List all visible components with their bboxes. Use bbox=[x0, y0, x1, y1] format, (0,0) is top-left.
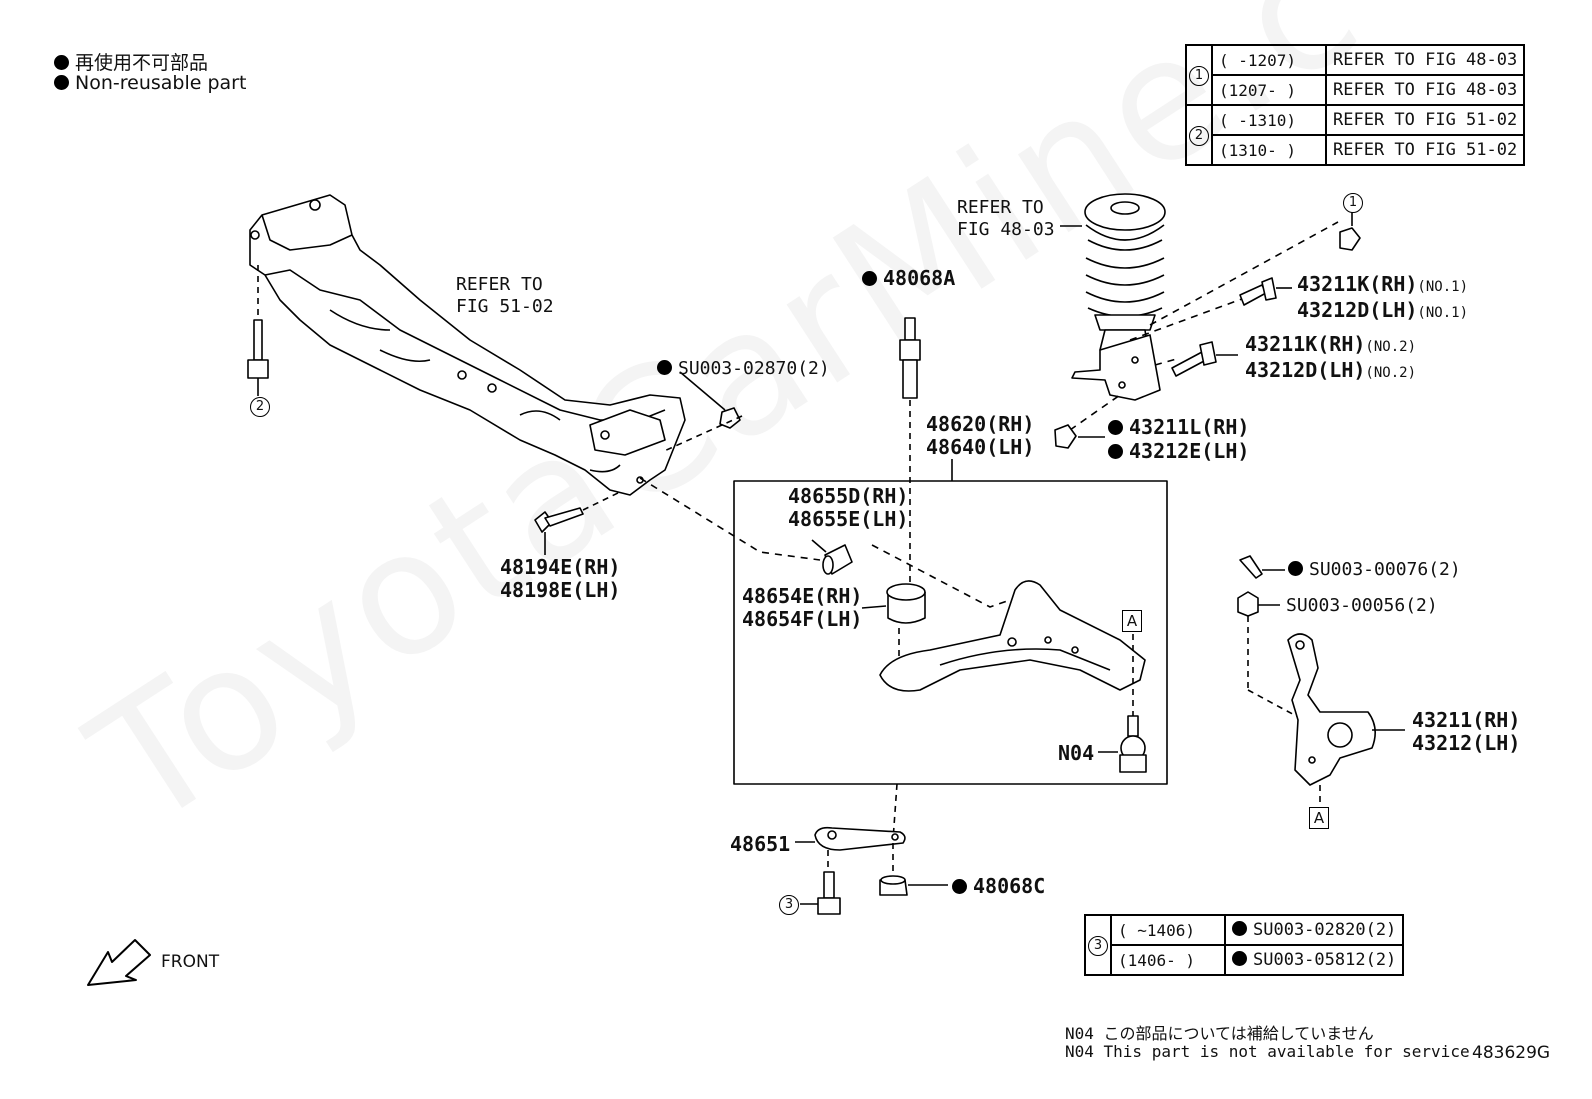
ref-row: (1406- ) SU003-05812(2) bbox=[1085, 944, 1405, 976]
marker-3: 3 bbox=[779, 895, 799, 915]
lower-arm-illustration bbox=[879, 580, 1146, 720]
note-jp: N04 この部品については補給していません bbox=[1065, 1024, 1374, 1043]
note-en: N04 This part is not available for servi… bbox=[1065, 1042, 1470, 1061]
ball-joint-illustration bbox=[1098, 715, 1147, 773]
part-cell[interactable]: SU003-02820(2) bbox=[1223, 914, 1405, 946]
strut-illustration bbox=[1060, 193, 1166, 401]
front-label: FRONT bbox=[161, 952, 220, 972]
part-48654E-48654F[interactable]: 48654E(RH)48654F(LH) bbox=[742, 584, 863, 631]
legend-jp-text: 再使用不可部品 bbox=[75, 52, 209, 74]
group-marker: 2 bbox=[1185, 104, 1213, 166]
bolt-illustration bbox=[800, 871, 841, 915]
ref-row: (1207- ) REFER TO FIG 48-03 bbox=[1186, 74, 1526, 106]
bracket-illustration bbox=[795, 826, 906, 875]
crossmember-illustration bbox=[249, 194, 686, 496]
part-48620-48640[interactable]: 48620(RH)48640(LH) bbox=[926, 412, 1035, 459]
bushing-illustration bbox=[811, 539, 853, 575]
part-48194E-48198E[interactable]: 48194E(RH)48198E(LH) bbox=[500, 555, 621, 602]
range-cell: (1406- ) bbox=[1110, 944, 1226, 976]
marker-2: 2 bbox=[250, 397, 270, 417]
ref-table-top: 1 ( -1207) REFER TO FIG 48-03 (1207- ) R… bbox=[1185, 44, 1526, 166]
arm-assembly-box bbox=[733, 480, 1168, 785]
cotter-pin-illustration bbox=[1239, 555, 1285, 579]
range-cell: (1310- ) bbox=[1211, 134, 1327, 166]
group-marker: 1 bbox=[1185, 44, 1213, 106]
ref-row: 1 ( -1207) REFER TO FIG 48-03 bbox=[1185, 44, 1526, 106]
part-cell[interactable]: SU003-05812(2) bbox=[1223, 944, 1405, 976]
front-arrow-icon bbox=[87, 939, 151, 986]
part-43211K-43212D-no1[interactable]: 43211K(RH)(NO.1) 43212D(LH)(NO.1) bbox=[1297, 272, 1468, 322]
part-N04[interactable]: N04 bbox=[1058, 741, 1095, 765]
legend-en-text: Non-reusable part bbox=[75, 72, 247, 94]
part-43211K-43212D-no2[interactable]: 43211K(RH)(NO.2) 43212D(LH)(NO.2) bbox=[1245, 332, 1416, 382]
range-cell: ( -1207) bbox=[1211, 44, 1327, 76]
non-reusable-dot-icon bbox=[54, 55, 69, 70]
part-43211-43212[interactable]: 43211(RH)43212(LH) bbox=[1412, 708, 1521, 755]
ref-cell[interactable]: REFER TO FIG 48-03 bbox=[1324, 74, 1526, 106]
ref-cell[interactable]: REFER TO FIG 51-02 bbox=[1324, 134, 1526, 166]
marker-1: 1 bbox=[1343, 193, 1363, 213]
part-SU003-00056[interactable]: SU003-00056(2) bbox=[1286, 595, 1438, 616]
nut-illustration bbox=[1339, 212, 1361, 251]
bolt-illustration bbox=[534, 491, 621, 555]
stud-illustration bbox=[899, 317, 921, 585]
group-marker: 3 bbox=[1084, 914, 1112, 976]
range-cell: ( -1310) bbox=[1211, 104, 1327, 136]
marker-a-arm: A bbox=[1122, 610, 1142, 632]
ref-cell[interactable]: REFER TO FIG 48-03 bbox=[1324, 44, 1526, 76]
part-SU003-00076[interactable]: SU003-00076(2) bbox=[1288, 559, 1461, 580]
nut-illustration bbox=[879, 875, 948, 896]
range-cell: (1207- ) bbox=[1211, 74, 1327, 106]
ref-row: 3 ( ~1406) SU003-02820(2) bbox=[1084, 914, 1405, 976]
figure-id: 483629G bbox=[1472, 1043, 1551, 1063]
part-48068C[interactable]: 48068C bbox=[952, 874, 1045, 898]
ref-cell[interactable]: REFER TO FIG 51-02 bbox=[1324, 104, 1526, 136]
bushing-illustration bbox=[861, 583, 926, 690]
bolt-illustration bbox=[247, 265, 269, 396]
ref-table-bottom: 3 ( ~1406) SU003-02820(2) (1406- ) SU003… bbox=[1084, 914, 1405, 976]
marker-a-knuckle: A bbox=[1309, 807, 1329, 829]
nut-illustration bbox=[661, 371, 743, 453]
ref-row: 2 ( -1310) REFER TO FIG 51-02 bbox=[1185, 104, 1526, 166]
bolt-illustration bbox=[1171, 341, 1238, 377]
knuckle-illustration bbox=[1287, 633, 1405, 806]
non-reusable-dot-icon bbox=[54, 75, 69, 90]
nut-illustration bbox=[1054, 424, 1105, 449]
part-48655D-48655E[interactable]: 48655D(RH)48655E(LH) bbox=[788, 484, 909, 531]
legend-en: Non-reusable part bbox=[54, 72, 246, 94]
part-48068A[interactable]: 48068A bbox=[862, 266, 955, 290]
range-cell: ( ~1406) bbox=[1110, 914, 1226, 946]
part-43211L-43212E[interactable]: 43211L(RH) 43212E(LH) bbox=[1108, 415, 1249, 463]
part-48651[interactable]: 48651 bbox=[730, 832, 791, 856]
nut-illustration bbox=[1237, 591, 1301, 719]
part-SU003-02870[interactable]: SU003-02870(2) bbox=[657, 358, 830, 379]
ref-row: (1310- ) REFER TO FIG 51-02 bbox=[1186, 134, 1526, 166]
legend-jp: 再使用不可部品 bbox=[54, 48, 208, 75]
bolt-illustration bbox=[1239, 277, 1292, 306]
